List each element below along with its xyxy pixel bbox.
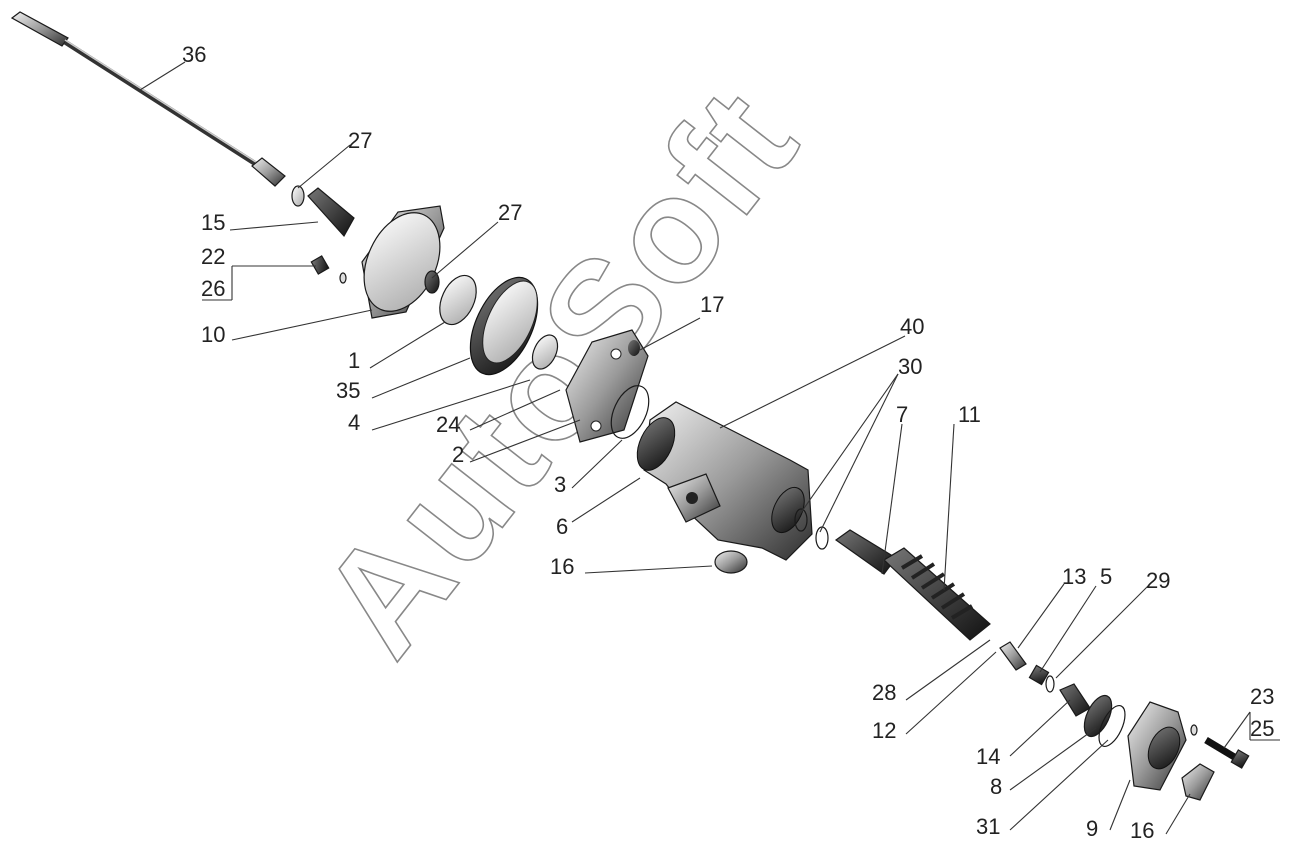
plate-part [439, 274, 477, 326]
callout-5: 5 [1100, 564, 1112, 589]
callout-11: 11 [958, 402, 981, 427]
callout-10: 10 [201, 322, 225, 347]
valve-body-part [636, 401, 813, 561]
callout-24: 24 [436, 412, 460, 437]
cap-part [1181, 763, 1215, 801]
piston-part [834, 529, 991, 641]
callout-9: 9 [1086, 816, 1098, 841]
callout-35: 35 [336, 378, 360, 403]
callout-6: 6 [556, 514, 568, 539]
callout-40: 40 [900, 314, 924, 339]
callout-2: 2 [452, 442, 464, 467]
washer-part [531, 334, 559, 370]
callout-22: 22 [201, 244, 225, 269]
diaphragm-part [469, 276, 539, 376]
ring-part [1098, 705, 1126, 747]
callout-27: 27 [498, 200, 522, 225]
callout-16: 16 [550, 554, 574, 579]
callouts: 36 27 15 22 26 27 10 1 35 4 24 2 17 40 3… [182, 42, 1274, 843]
ring-part [794, 508, 808, 532]
callout-12: 12 [872, 718, 896, 743]
parts [10, 11, 1250, 801]
rod-part [10, 11, 286, 187]
washer-part [291, 185, 305, 207]
screw-part [310, 255, 347, 284]
bushing-part [307, 187, 355, 238]
plug-part [714, 550, 748, 574]
valve-part [1059, 683, 1091, 717]
callout-25: 25 [1250, 716, 1274, 741]
cover-part [361, 205, 445, 319]
callout-17: 17 [700, 292, 724, 317]
callout-1: 1 [348, 348, 360, 373]
bolt-part [1204, 736, 1250, 769]
ring-part [1045, 675, 1055, 693]
spring-part [999, 641, 1027, 671]
ring-part [815, 526, 829, 550]
callout-13: 13 [1062, 564, 1086, 589]
callout-8: 8 [990, 774, 1002, 799]
callout-23: 23 [1250, 684, 1274, 709]
callout-4: 4 [348, 410, 360, 435]
callout-36: 36 [182, 42, 206, 67]
callout-27: 27 [348, 128, 372, 153]
callout-14: 14 [976, 744, 1000, 769]
leader-lines [139, 61, 1280, 835]
gasket-part [610, 385, 650, 439]
callout-31: 31 [976, 814, 1000, 839]
callout-30: 30 [898, 354, 922, 379]
end-cover-part [1127, 701, 1187, 791]
callout-26: 26 [201, 276, 225, 301]
seal-part [424, 270, 440, 294]
callout-15: 15 [201, 210, 225, 235]
seat-part [1083, 694, 1113, 738]
callout-28: 28 [872, 680, 896, 705]
washer-part [1190, 724, 1198, 736]
callout-7: 7 [896, 402, 908, 427]
callout-29: 29 [1146, 568, 1170, 593]
callout-16: 16 [1130, 818, 1154, 843]
flange-part [565, 329, 649, 443]
callout-3: 3 [554, 472, 566, 497]
